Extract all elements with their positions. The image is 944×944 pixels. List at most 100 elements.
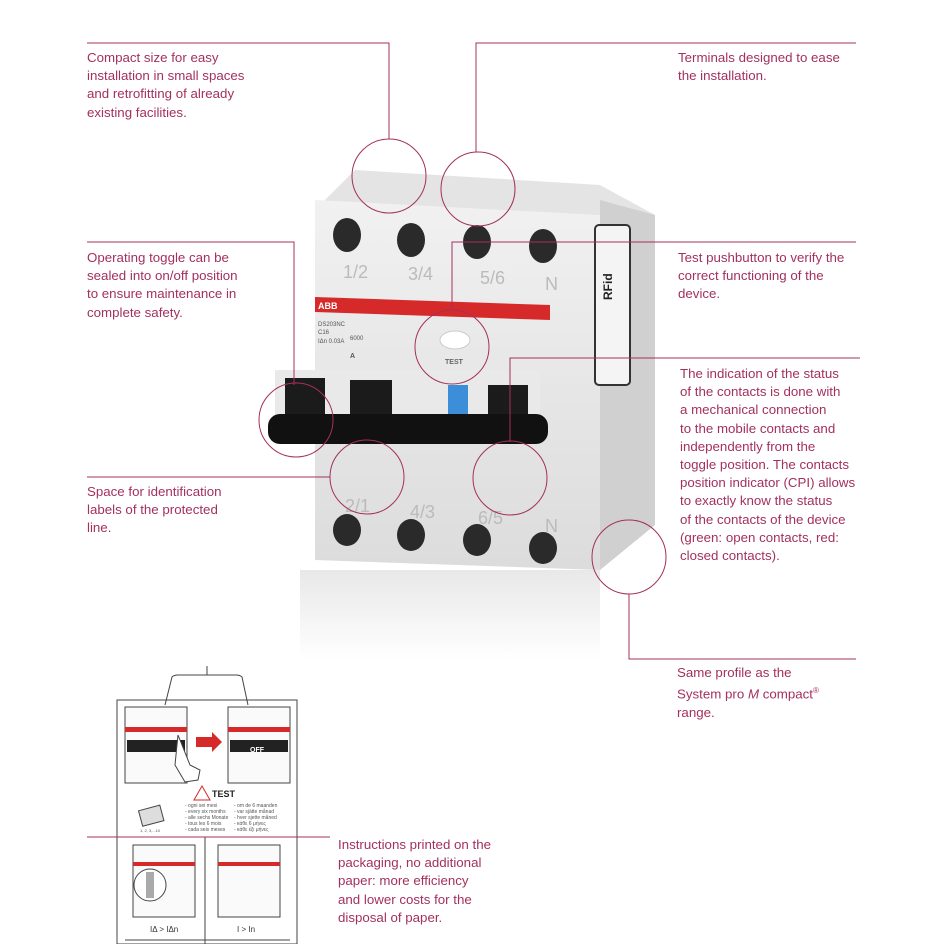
callout-text: System pro <box>677 686 748 702</box>
device-curve: C16 <box>318 330 330 336</box>
callout-line: of the contacts is done with <box>680 384 841 400</box>
callout-line: Space for identification <box>87 484 222 499</box>
interval-text: - cada seis meses <box>185 827 226 833</box>
device-model: DS203NC <box>318 322 346 328</box>
callout-line: packaging, no additional <box>338 855 482 871</box>
callout-line: line. <box>87 520 112 536</box>
abb-logo: ABB <box>318 301 338 311</box>
highlight-circle <box>414 309 490 385</box>
top-terminal-label: 1/2 <box>343 262 368 282</box>
fault-right-label: I > In <box>237 925 255 934</box>
leader-line <box>628 594 856 660</box>
terminal-screw <box>529 229 557 263</box>
callout-line: and lower costs for the <box>338 891 472 907</box>
interval-text: - hver sjette måned <box>234 814 277 821</box>
callout-same-profile: Same profile as the System pro M compact… <box>677 664 819 722</box>
terminal-screw <box>333 218 361 252</box>
device-rating: 6000 <box>350 336 364 342</box>
callout-line: (green: open contacts, red: <box>680 529 839 545</box>
callout-line: to exactly know the status <box>680 493 833 509</box>
callout-line: of the contacts of the device <box>680 511 846 527</box>
callout-identification-labels: Space for identification labels of the pr… <box>87 483 222 538</box>
leader-line <box>475 42 856 152</box>
callout-line: installation in small spaces <box>87 68 245 84</box>
package-outline <box>116 699 298 944</box>
bottom-terminal-label: 6/5 <box>478 508 503 528</box>
callout-line: device. <box>678 286 721 302</box>
test-pushbutton <box>439 330 471 350</box>
callout-line: labels of the protected <box>87 502 218 518</box>
test-pushbutton-label: TEST <box>445 359 464 366</box>
terminal-screw <box>397 519 425 551</box>
interval-text: - every six months <box>185 809 226 815</box>
packaging-test-title: TEST <box>212 789 236 799</box>
callout-line: existing facilities. <box>87 104 187 120</box>
interval-text: - κάθε 6 μήνες <box>234 820 266 827</box>
package-breaker-fault-right <box>217 844 281 918</box>
interval-text: - alle sechs Monate <box>185 815 229 821</box>
warning-triangle-icon <box>193 784 211 801</box>
arrow-right-icon <box>196 732 222 752</box>
interval-text: - tous les 6 mois <box>185 821 222 827</box>
callout-line: toggle position. The contacts <box>680 457 850 473</box>
terminal-screw <box>529 532 557 564</box>
callout-packaging-instructions: Instructions printed on the packaging, no… <box>338 836 491 927</box>
device-class: A <box>350 353 355 360</box>
rfid-panel <box>594 224 631 386</box>
package-red-band <box>228 727 290 732</box>
callout-line: closed contacts). <box>680 548 780 564</box>
callout-line: Same profile as the <box>677 665 792 680</box>
callout-line: the installation. <box>678 68 767 84</box>
callout-line: The indication of the status <box>680 366 839 381</box>
leader-line <box>451 241 856 310</box>
highlight-circle <box>591 519 667 595</box>
packaging-instructions-image <box>116 666 298 944</box>
callout-line: disposal of paper. <box>338 909 443 925</box>
highlight-circle <box>472 440 548 516</box>
callout-line: sealed into on/off position <box>87 268 238 284</box>
leader-line <box>87 241 295 385</box>
callout-line: Operating toggle can be <box>87 250 229 265</box>
bottom-terminal-screws <box>333 514 557 564</box>
callout-line: independently from the <box>680 438 816 454</box>
package-red-band <box>218 862 280 866</box>
circuit-breaker-image: RFid 1/2 3/4 5/6 N ABB DS203NC C16 IΔn 0… <box>268 170 655 660</box>
leader-line <box>87 42 390 139</box>
top-terminal-screws <box>333 218 557 263</box>
highlight-circle <box>329 439 405 515</box>
callout-line: complete safety. <box>87 304 183 320</box>
callout-leaders <box>87 42 860 838</box>
packaging-off-label: OFF <box>250 747 265 754</box>
package-toggle-row <box>230 740 288 752</box>
callout-line: Compact size for easy <box>87 50 219 65</box>
interval-text: - var sjätte månad <box>234 808 274 815</box>
callout-line: Instructions printed on the <box>338 837 492 852</box>
terminal-screw <box>463 524 491 556</box>
callout-line: paper: more efficiency <box>338 873 469 889</box>
leader-line <box>509 357 860 442</box>
hand-pointer-icon <box>174 734 201 783</box>
highlight-circle <box>440 151 516 227</box>
interval-text: - ogni sei mesi <box>185 803 217 809</box>
callout-line: position indicator (CPI) allows <box>680 475 856 491</box>
top-terminal-label: 3/4 <box>408 264 433 284</box>
top-terminal-label: N <box>545 274 558 294</box>
device-sensitivity: IΔn 0.03A <box>318 339 344 345</box>
cpi-indicator-detail <box>146 872 154 898</box>
top-terminal-label: 5/6 <box>480 268 505 288</box>
bottom-terminal-label: N <box>545 516 558 536</box>
interval-text: - κάθε έξι μήνες <box>234 826 269 833</box>
rfid-label: RFid <box>601 273 615 300</box>
package-red-band <box>125 727 187 732</box>
callout-compact-size: Compact size for easy installation in sma… <box>87 49 244 122</box>
package-red-band <box>133 862 195 866</box>
bottom-terminal-label: 4/3 <box>410 502 435 522</box>
callout-line: System pro M compact® <box>677 682 819 704</box>
terminal-screw <box>333 514 361 546</box>
interval-text: - om de 6 maanden <box>234 803 278 809</box>
callout-contact-position-indicator: The indication of the status of the conta… <box>680 365 855 565</box>
callout-operating-toggle: Operating toggle can be sealed into on/of… <box>87 249 238 322</box>
